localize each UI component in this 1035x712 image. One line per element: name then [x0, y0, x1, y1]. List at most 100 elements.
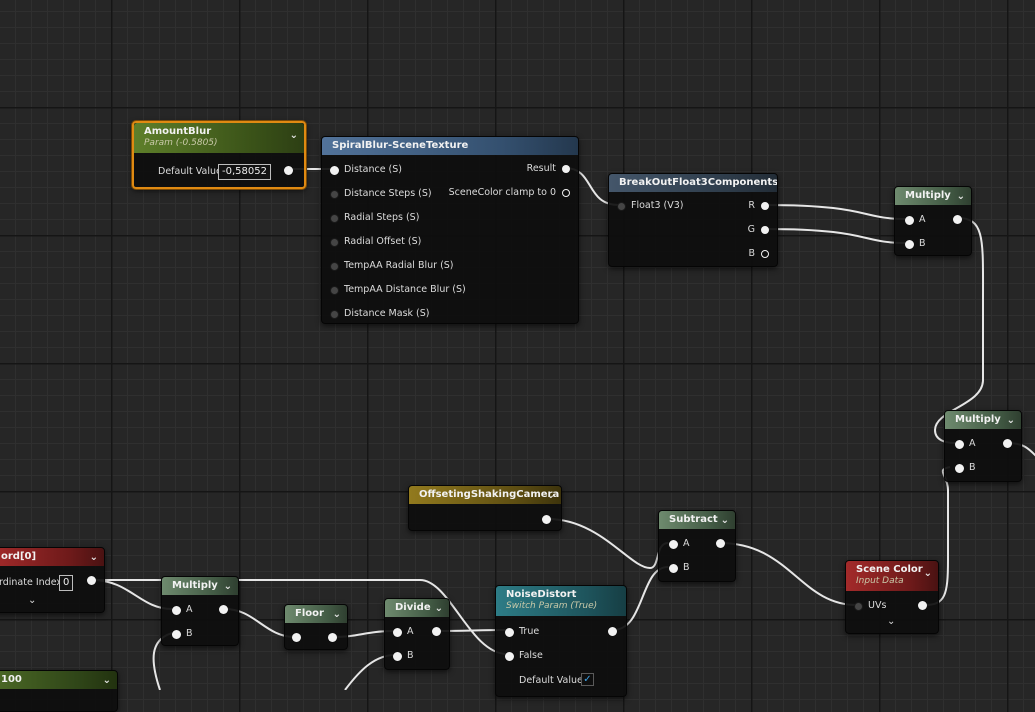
- scenecolor-clamp-pin[interactable]: SceneColor clamp to 0: [449, 187, 571, 199]
- offseting-shaking-camera-node[interactable]: OffsetingShakingCamera ⌄: [408, 485, 562, 531]
- multiply-right-title: Multiply: [955, 414, 1001, 425]
- constant-100-header[interactable]: 100 ⌄: [0, 671, 117, 689]
- subtract-a-pin[interactable]: A: [669, 538, 690, 550]
- divide-b-pin[interactable]: B: [393, 650, 414, 662]
- multiply-bottom-b-pin[interactable]: B: [172, 628, 193, 640]
- subtract-node[interactable]: Subtract ⌄ A B: [658, 510, 736, 582]
- expand-chevron-icon[interactable]: ⌄: [887, 616, 896, 627]
- constant-100-node[interactable]: 100 ⌄: [0, 670, 118, 712]
- chevron-down-icon[interactable]: ⌄: [546, 490, 555, 501]
- multiply-bottom-node[interactable]: Multiply ⌄ A B: [161, 576, 239, 646]
- noise-distort-node[interactable]: NoiseDistort Switch Param (True) True Fa…: [495, 585, 627, 697]
- multiply-top-a-pin[interactable]: A: [905, 214, 926, 226]
- chevron-down-icon[interactable]: ⌄: [956, 191, 965, 202]
- b-pin[interactable]: B: [748, 248, 769, 260]
- divide-node[interactable]: Divide ⌄ A B: [384, 598, 450, 670]
- subtract-header[interactable]: Subtract ⌄: [659, 511, 735, 529]
- chevron-down-icon[interactable]: ⌄: [102, 675, 111, 686]
- chevron-down-icon[interactable]: ⌄: [434, 603, 443, 614]
- texcoord-header[interactable]: ord[0] ⌄: [0, 548, 104, 566]
- texcoord-node[interactable]: ord[0] ⌄ rdinate Index 0 ⌄: [0, 547, 105, 613]
- floor-out-pin[interactable]: [328, 633, 337, 642]
- breakout-header[interactable]: BreakOutFloat3Components: [609, 174, 777, 192]
- scene-color-header[interactable]: Scene Color Input Data ⌄: [846, 561, 938, 591]
- coordinate-index-label: rdinate Index: [0, 577, 62, 588]
- breakout-float3-node[interactable]: BreakOutFloat3Components Float3 (V3) R G…: [608, 173, 778, 267]
- tempaa-distance-blur-pin[interactable]: TempAA Distance Blur (S): [330, 284, 466, 296]
- scene-color-out-pin[interactable]: [918, 601, 927, 610]
- spiral-blur-title: SpiralBlur-SceneTexture: [332, 140, 469, 151]
- distance-steps-pin[interactable]: Distance Steps (S): [330, 188, 432, 200]
- false-pin[interactable]: False: [505, 650, 543, 662]
- result-pin[interactable]: Result: [527, 163, 571, 175]
- spiral-blur-header[interactable]: SpiralBlur-SceneTexture: [322, 137, 578, 155]
- wire-offseting-subtract: [547, 518, 669, 570]
- floor-title: Floor: [295, 608, 324, 619]
- breakout-title: BreakOutFloat3Components: [619, 177, 777, 188]
- divide-header[interactable]: Divide ⌄: [385, 599, 449, 617]
- scene-color-node[interactable]: Scene Color Input Data ⌄ UVs ⌄: [845, 560, 939, 634]
- multiply-bottom-out-pin[interactable]: [219, 605, 228, 614]
- radial-steps-pin[interactable]: Radial Steps (S): [330, 212, 419, 224]
- multiply-right-b-pin[interactable]: B: [955, 462, 976, 474]
- scene-color-title: Scene Color: [856, 564, 923, 575]
- divide-out-pin[interactable]: [432, 627, 441, 636]
- subtract-out-pin[interactable]: [716, 539, 725, 548]
- radial-offset-pin[interactable]: Radial Offset (S): [330, 236, 421, 248]
- noise-distort-title: NoiseDistort: [506, 589, 577, 600]
- spiral-blur-node[interactable]: SpiralBlur-SceneTexture Distance (S) Dis…: [321, 136, 579, 324]
- default-value-input[interactable]: -0,58052: [218, 164, 271, 180]
- divide-a-pin[interactable]: A: [393, 626, 414, 638]
- offseting-title: OffsetingShakingCamera: [419, 489, 560, 500]
- chevron-down-icon[interactable]: ⌄: [289, 130, 298, 141]
- chevron-down-icon[interactable]: ⌄: [923, 568, 932, 579]
- uvs-pin[interactable]: UVs: [854, 600, 886, 612]
- multiply-right-header[interactable]: Multiply ⌄: [945, 411, 1021, 429]
- texcoord-title: ord[0]: [1, 551, 37, 562]
- chevron-down-icon[interactable]: ⌄: [89, 552, 98, 563]
- float3-pin[interactable]: Float3 (V3): [617, 200, 683, 212]
- multiply-bottom-a-pin[interactable]: A: [172, 604, 193, 616]
- chevron-down-icon[interactable]: ⌄: [332, 609, 341, 620]
- amount-blur-node[interactable]: AmountBlur Param (-0.5805) ⌄ Default Val…: [132, 121, 306, 189]
- wire-subtract-scenecolor: [719, 542, 858, 606]
- noise-distort-out-pin[interactable]: [608, 627, 617, 636]
- default-value-checkbox[interactable]: ✓: [581, 673, 594, 686]
- subtract-title: Subtract: [669, 514, 718, 525]
- output-pin[interactable]: [284, 166, 293, 175]
- multiply-right-out-pin[interactable]: [1003, 439, 1012, 448]
- wire-g-multiply-b: [764, 228, 907, 244]
- default-value-label: Default Value: [158, 166, 222, 177]
- multiply-right-node[interactable]: Multiply ⌄ A B: [944, 410, 1022, 482]
- chevron-down-icon[interactable]: ⌄: [223, 581, 232, 592]
- coordinate-index-input[interactable]: 0: [59, 575, 74, 591]
- distance-mask-pin[interactable]: Distance Mask (S): [330, 308, 430, 320]
- divide-title: Divide: [395, 602, 431, 613]
- amount-blur-subtitle: Param (-0.5805): [144, 138, 218, 148]
- tempaa-radial-blur-pin[interactable]: TempAA Radial Blur (S): [330, 260, 454, 272]
- expand-chevron-icon[interactable]: ⌄: [28, 595, 37, 606]
- noise-distort-header[interactable]: NoiseDistort Switch Param (True): [496, 586, 626, 616]
- offseting-header[interactable]: OffsetingShakingCamera ⌄: [409, 486, 561, 504]
- amount-blur-header[interactable]: AmountBlur Param (-0.5805) ⌄: [134, 123, 304, 153]
- floor-in-pin[interactable]: [292, 633, 301, 642]
- chevron-down-icon[interactable]: ⌄: [720, 515, 729, 526]
- multiply-top-node[interactable]: Multiply ⌄ A B: [894, 186, 972, 256]
- floor-header[interactable]: Floor ⌄: [285, 605, 347, 623]
- subtract-b-pin[interactable]: B: [669, 562, 690, 574]
- distance-pin[interactable]: Distance (S): [330, 164, 402, 176]
- floor-node[interactable]: Floor ⌄: [284, 604, 348, 650]
- multiply-top-b-pin[interactable]: B: [905, 238, 926, 250]
- multiply-bottom-header[interactable]: Multiply ⌄: [162, 577, 238, 595]
- multiply-right-a-pin[interactable]: A: [955, 438, 976, 450]
- offseting-out-pin[interactable]: [542, 515, 551, 524]
- multiply-top-out-pin[interactable]: [953, 215, 962, 224]
- true-pin[interactable]: True: [505, 626, 539, 638]
- noise-default-value-label: Default Value: [519, 675, 583, 686]
- chevron-down-icon[interactable]: ⌄: [1006, 415, 1015, 426]
- r-pin[interactable]: R: [748, 200, 769, 212]
- g-pin[interactable]: G: [748, 224, 770, 236]
- multiply-top-header[interactable]: Multiply ⌄: [895, 187, 971, 205]
- texcoord-out-pin[interactable]: [87, 576, 96, 585]
- amount-blur-title: AmountBlur: [144, 126, 212, 137]
